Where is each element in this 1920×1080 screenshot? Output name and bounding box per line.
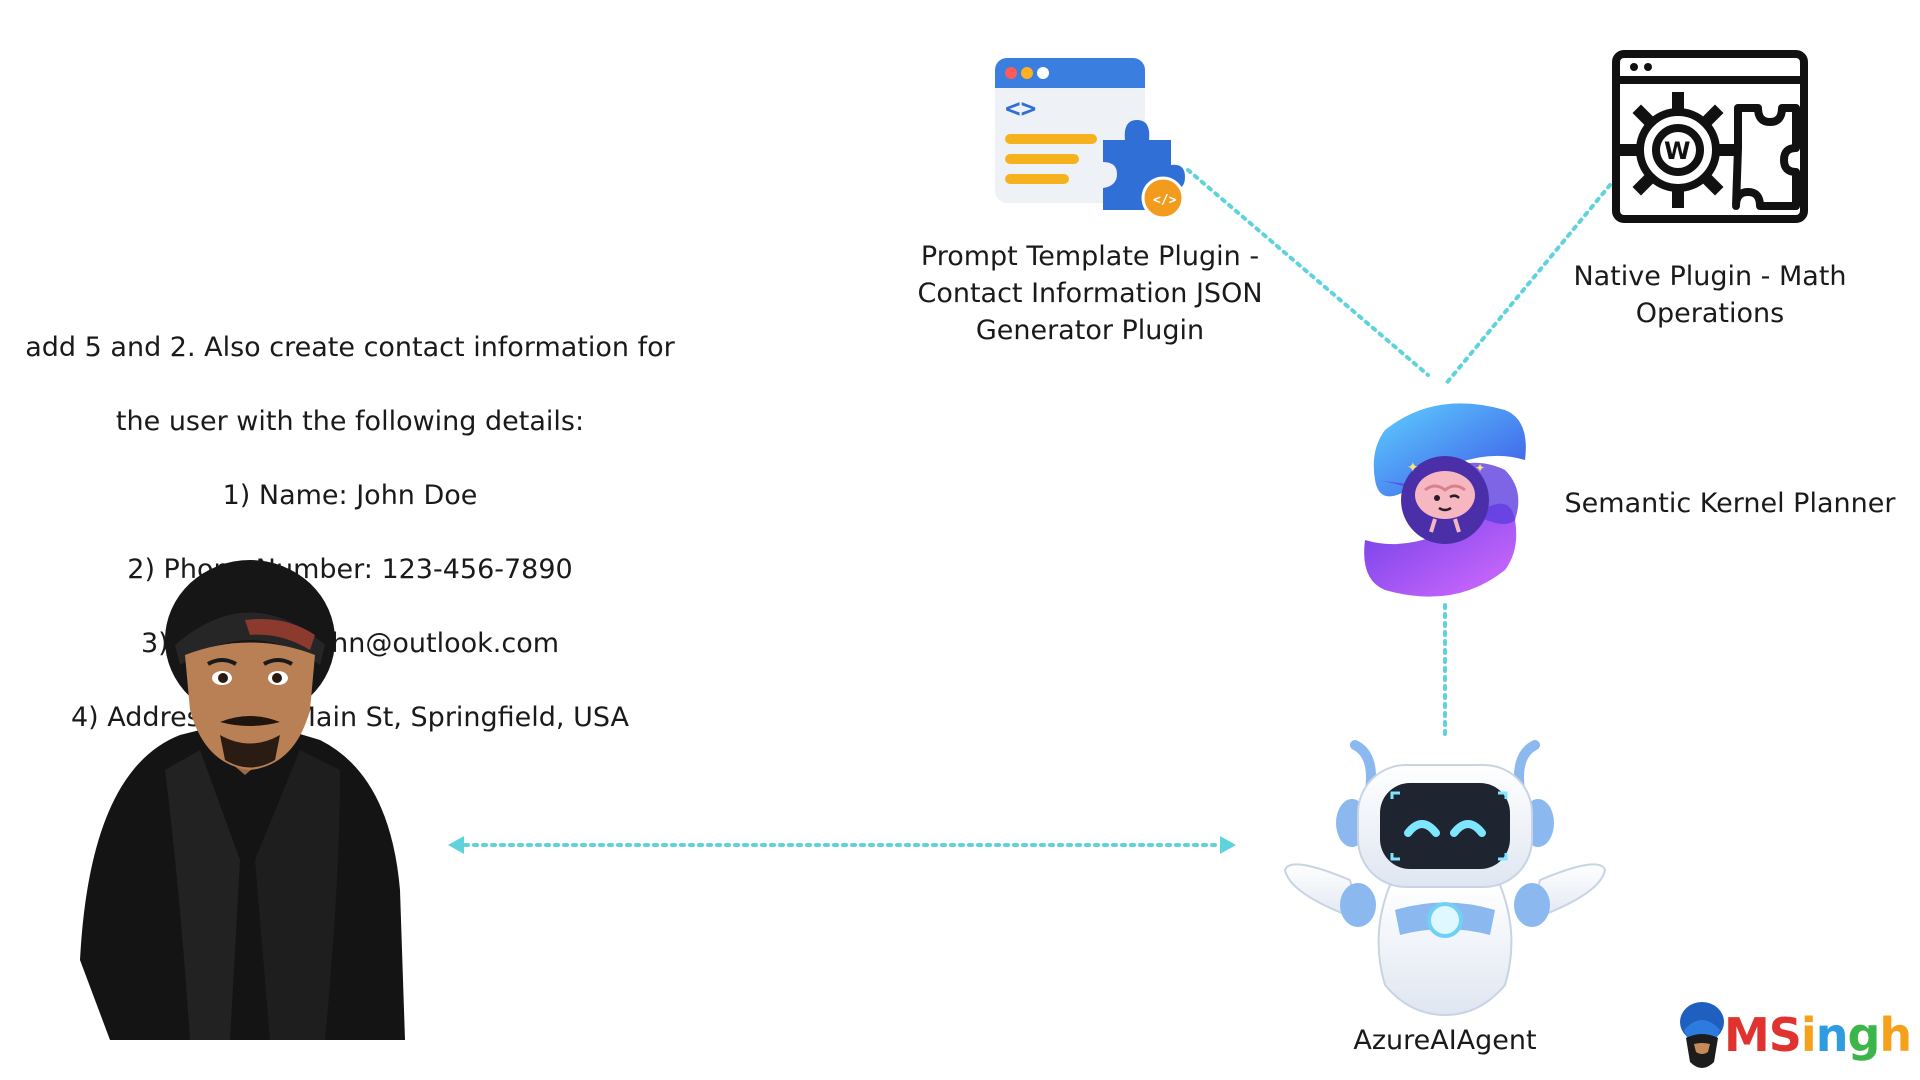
prompt-line: 1) Name: John Doe bbox=[222, 480, 478, 511]
code-window-puzzle-icon: <> </> bbox=[995, 58, 1185, 220]
connector-prompt-plugin-to-planner bbox=[1186, 168, 1430, 377]
planner-label: Semantic Kernel Planner bbox=[1564, 488, 1896, 519]
arrowhead-left bbox=[448, 836, 464, 854]
semantic-kernel-brain-icon: ✦ ✦ bbox=[1364, 403, 1526, 597]
arrowhead-right bbox=[1220, 836, 1236, 854]
logo-wordmark: MSingh bbox=[1724, 1008, 1912, 1062]
user-avatar bbox=[80, 560, 405, 1040]
msingh-logo: MSingh bbox=[1678, 1000, 1912, 1074]
svg-text:✦: ✦ bbox=[1407, 460, 1419, 476]
web-gear-puzzle-icon: W bbox=[1612, 50, 1808, 223]
svg-text:</>: </> bbox=[1153, 193, 1177, 208]
prompt-line: the user with the following details: bbox=[115, 406, 585, 437]
prompt-plugin-label: Prompt Template Plugin - Contact Informa… bbox=[917, 241, 1263, 346]
prompt-line: add 5 and 2. Also create contact informa… bbox=[25, 332, 675, 363]
svg-text:<>: <> bbox=[1005, 94, 1036, 124]
robot-icon bbox=[1283, 740, 1607, 1017]
agent-label: AzureAIAgent bbox=[1353, 1025, 1537, 1056]
connector-native-plugin-to-planner bbox=[1443, 183, 1612, 387]
svg-text:✦: ✦ bbox=[1475, 461, 1485, 475]
native-plugin-label: Native Plugin - Math Operations bbox=[1573, 261, 1847, 329]
logo-avatar-icon bbox=[1680, 1002, 1724, 1068]
user-prompt-text: add 5 and 2. Also create contact informa… bbox=[20, 292, 680, 773]
svg-text:W: W bbox=[1664, 137, 1690, 165]
